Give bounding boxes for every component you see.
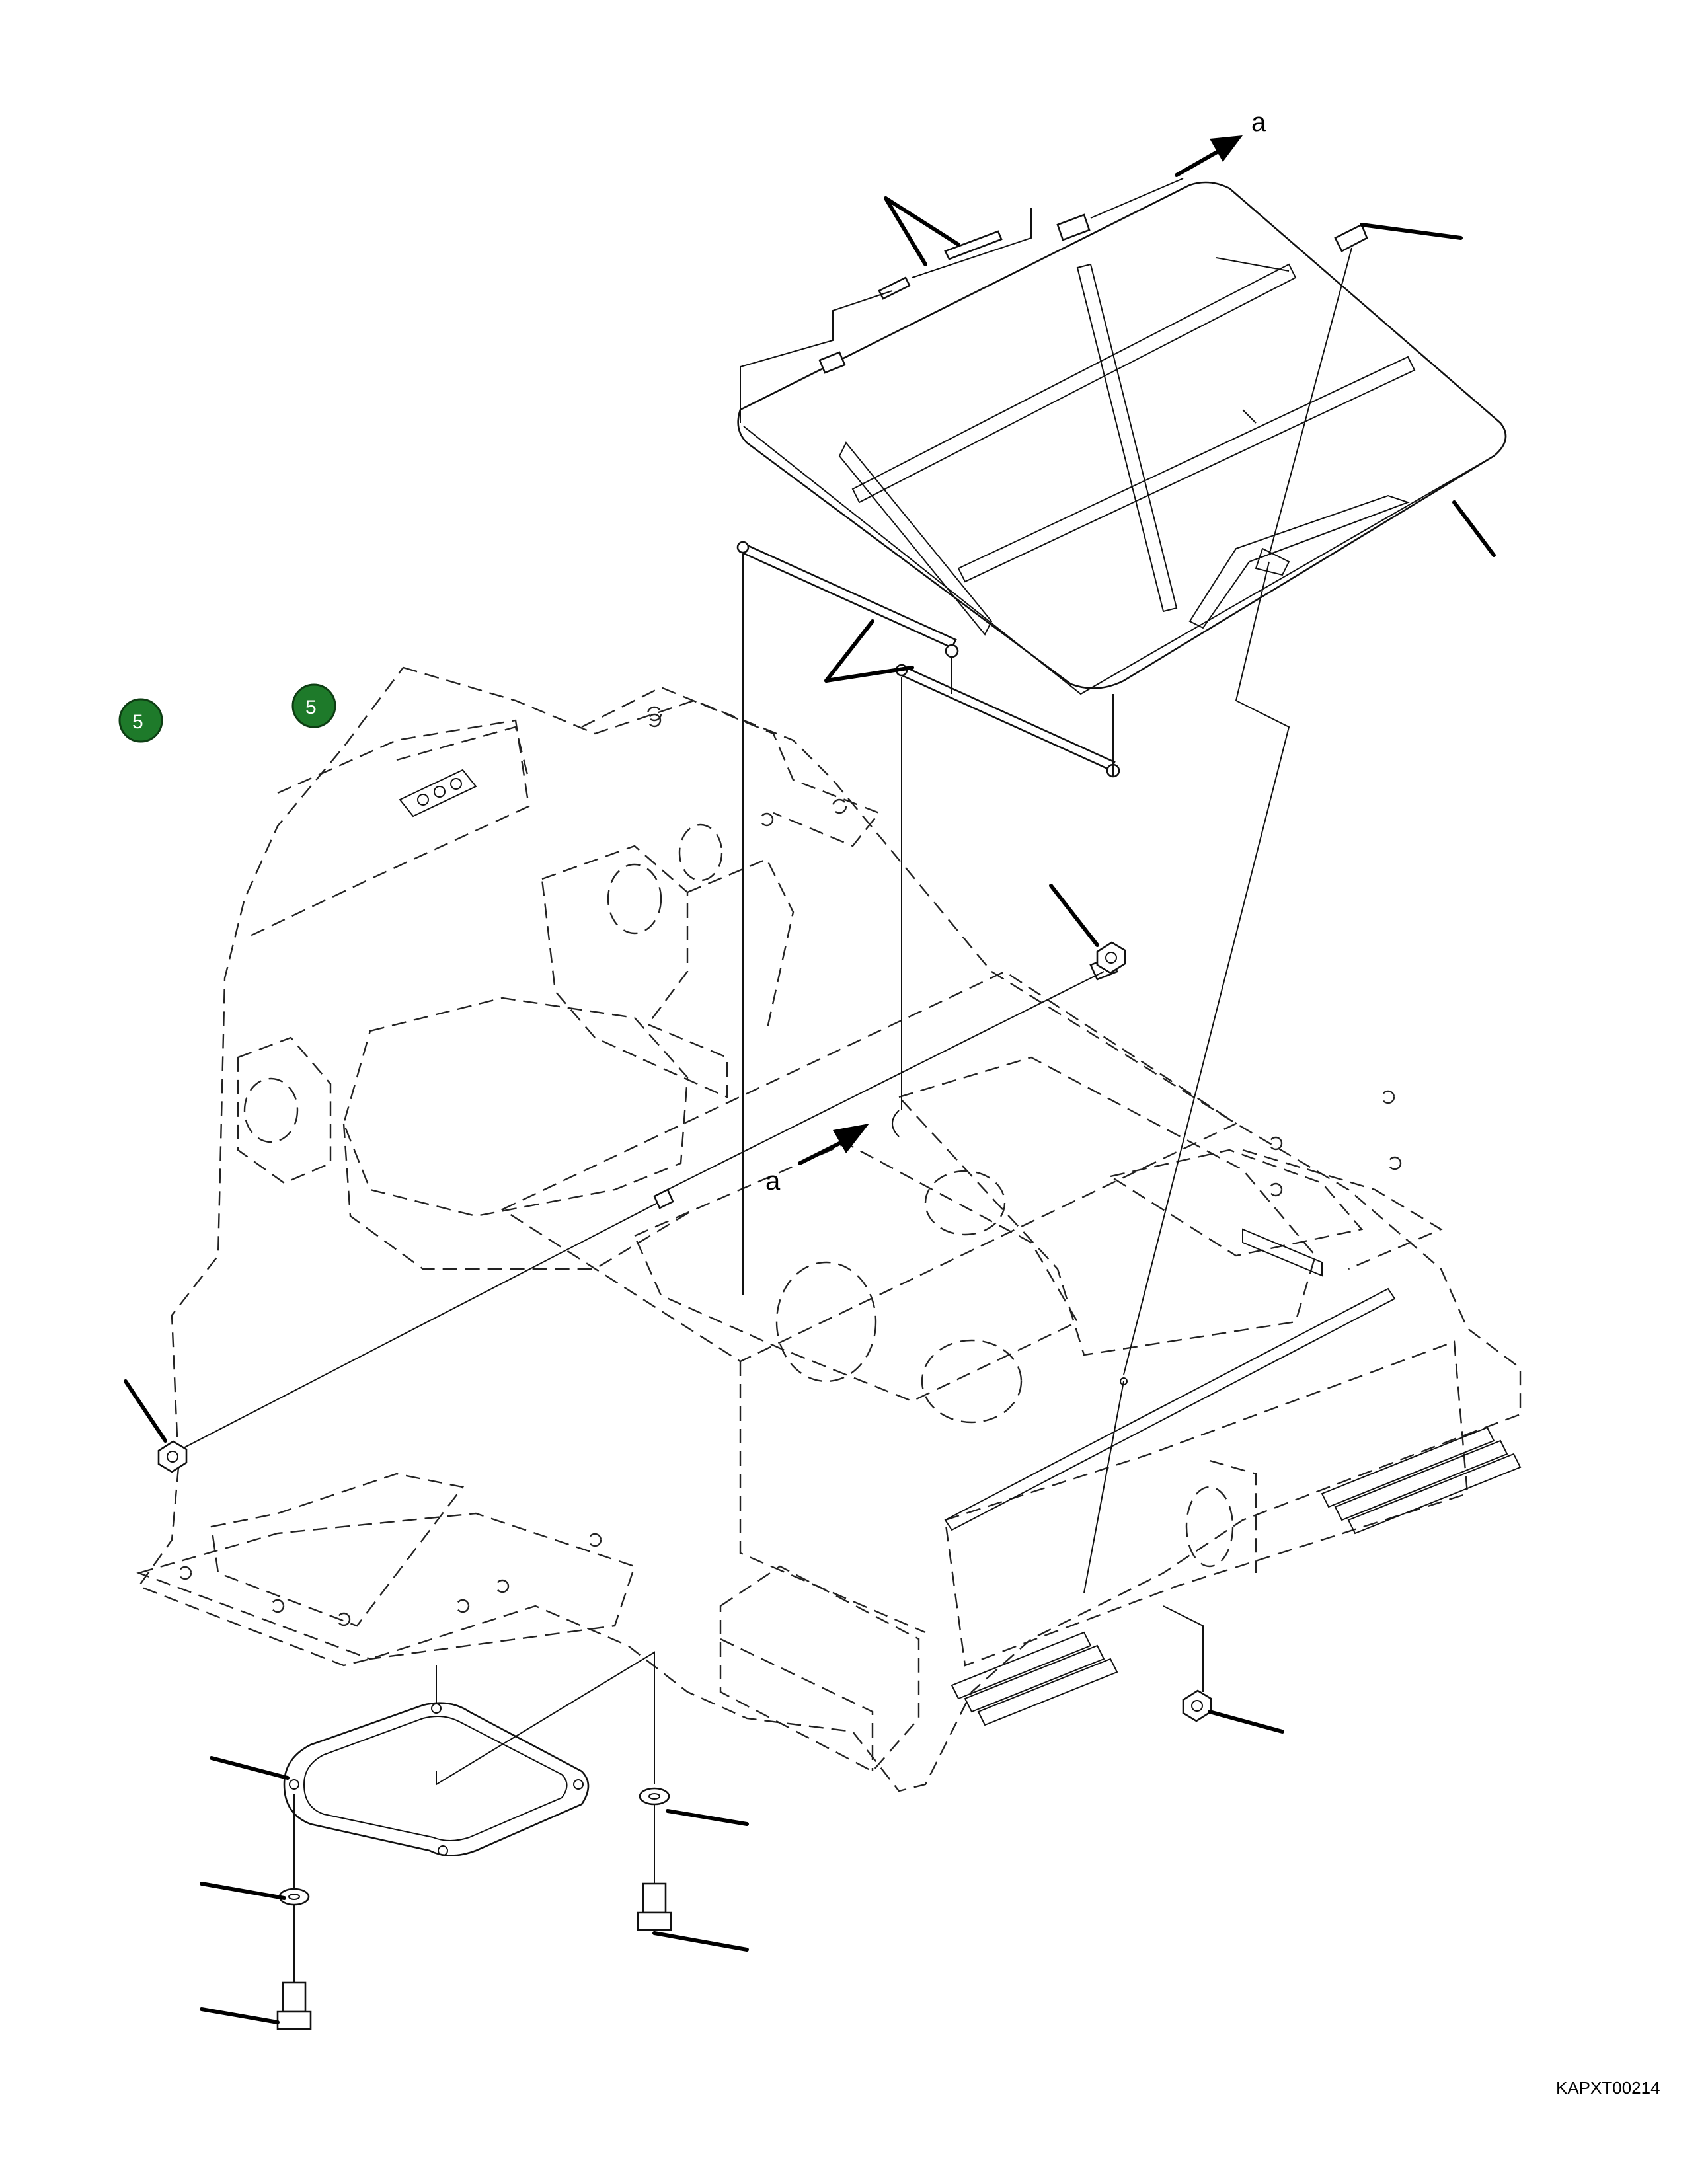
leader-lines (124, 196, 1496, 2024)
hinge-pins (740, 178, 1184, 423)
drawing-code: KAPXT00214 (1556, 2078, 1660, 2098)
arrow-head-top (1210, 135, 1243, 162)
reference-mark-mid: a (765, 1167, 781, 1196)
callout-badge-2: 5 (291, 683, 336, 728)
tower-slot-holes (399, 769, 477, 818)
cable-clip (1083, 223, 1368, 1593)
step-strips (944, 1228, 1522, 1726)
access-cover (276, 1651, 672, 2030)
badge-label: 5 (132, 711, 143, 733)
badge-circle (118, 698, 163, 743)
reference-mark-top: a (1251, 108, 1266, 137)
gas-struts (736, 541, 1120, 1295)
reference-arrows: a a (765, 108, 1266, 1196)
fasteners (157, 941, 1212, 1722)
badge-label: 5 (305, 697, 317, 718)
main-frame (136, 666, 1522, 1792)
callout-badge-1: 5 (118, 698, 163, 743)
arrow-head-mid (833, 1124, 869, 1153)
badge-circle (291, 683, 336, 728)
floor-plate (737, 181, 1507, 695)
